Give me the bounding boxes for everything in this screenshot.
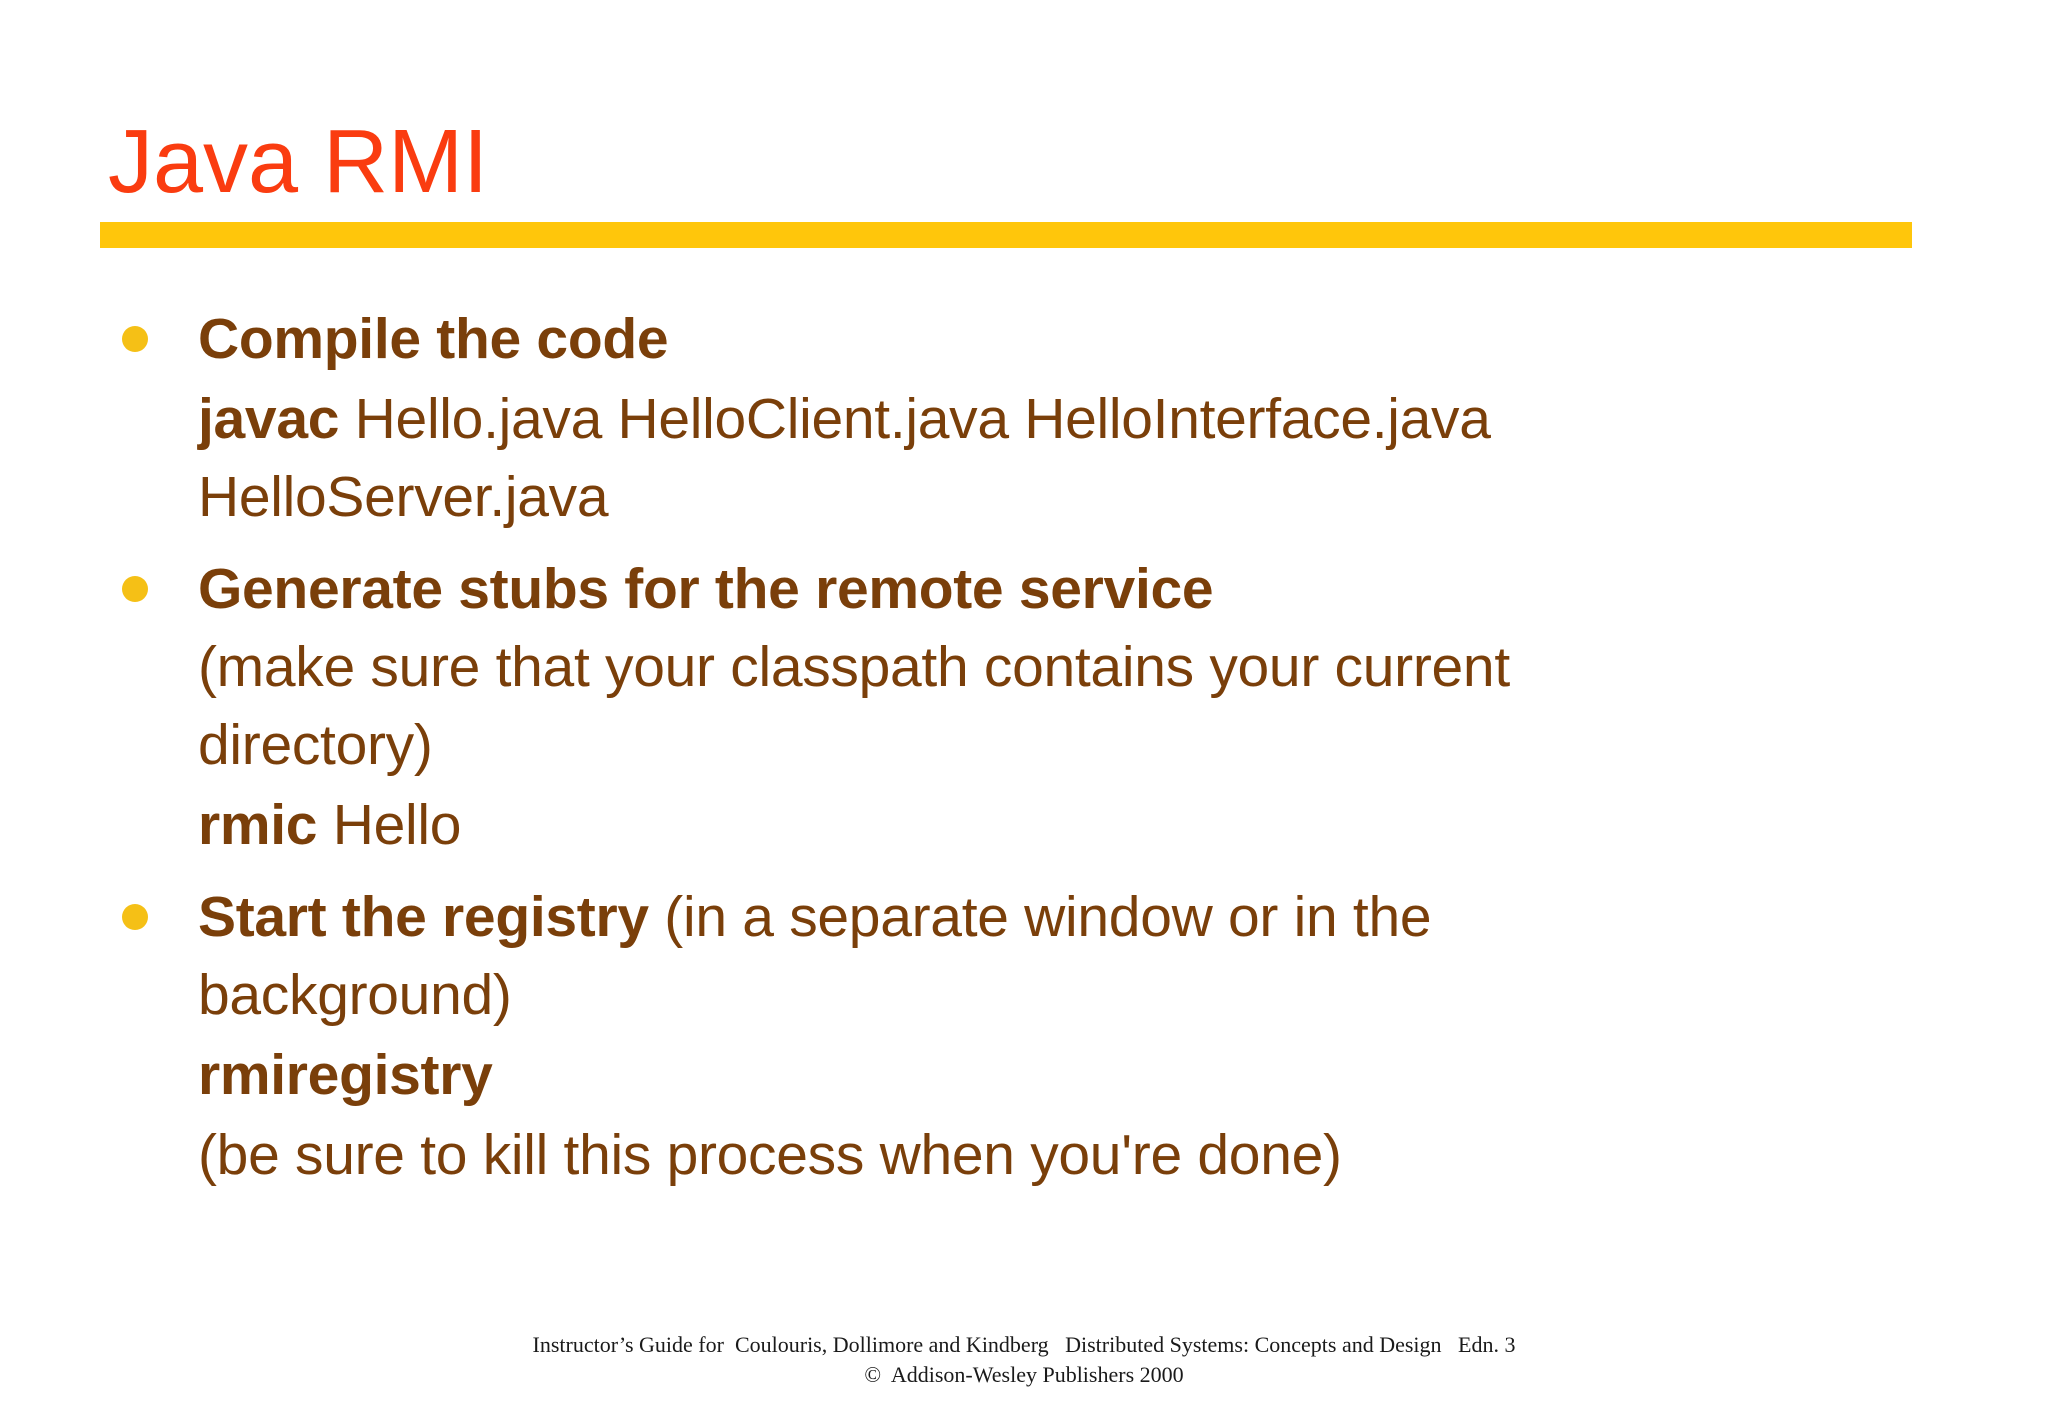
bullet-3-command: rmiregistry [198,1043,493,1107]
bullet-2-note-line2: directory) [198,713,433,777]
bullet-1-heading: Compile the code [198,307,669,371]
bullet-1-command-keyword: javac [198,387,340,451]
bullet-3-heading-wrap: background) [198,963,512,1027]
bullet-2-note-line1: (make sure that your classpath contains … [198,635,1510,699]
bullet-2-command-keyword: rmic [198,793,318,857]
bullet-3-note-line1: (be sure to kill this process when you'r… [198,1123,1342,1187]
bullet-dot-icon [122,576,148,602]
bullet-3-heading: Start the registry (in a separate window… [198,878,1980,956]
bullet-3-heading-strong: Start the registry [198,885,649,949]
bullet-1-command: javac Hello.java HelloClient.java HelloI… [100,380,1980,458]
footer: Instructor’s Guide for Coulouris, Dollim… [0,1330,2048,1390]
bullet-1-command-wrap: HelloServer.java [198,465,609,529]
bullet-3-heading-rest: (in a separate window or in the [648,885,1432,949]
list-item: Generate stubs for the remote service [100,550,1980,628]
footer-copyright: © Addison-Wesley Publishers 2000 [864,1362,1184,1387]
list-item: Compile the code [100,300,1980,378]
slide-body: Compile the code javac Hello.java HelloC… [100,300,1980,1194]
bullet-2-heading: Generate stubs for the remote service [198,557,1214,621]
bullet-1-command-args: Hello.java HelloClient.java HelloInterfa… [339,387,1491,451]
footer-attribution: Instructor’s Guide for Coulouris, Dollim… [532,1332,1516,1357]
bullet-2-command-args: Hello [317,793,462,857]
title-divider [100,222,1912,248]
bullet-dot-icon [122,904,148,930]
page-title: Java RMI [108,112,489,213]
bullet-dot-icon [122,326,148,352]
list-item: Start the registry (in a separate window… [100,878,1980,956]
bullet-2-command: rmic Hello [100,786,1980,864]
